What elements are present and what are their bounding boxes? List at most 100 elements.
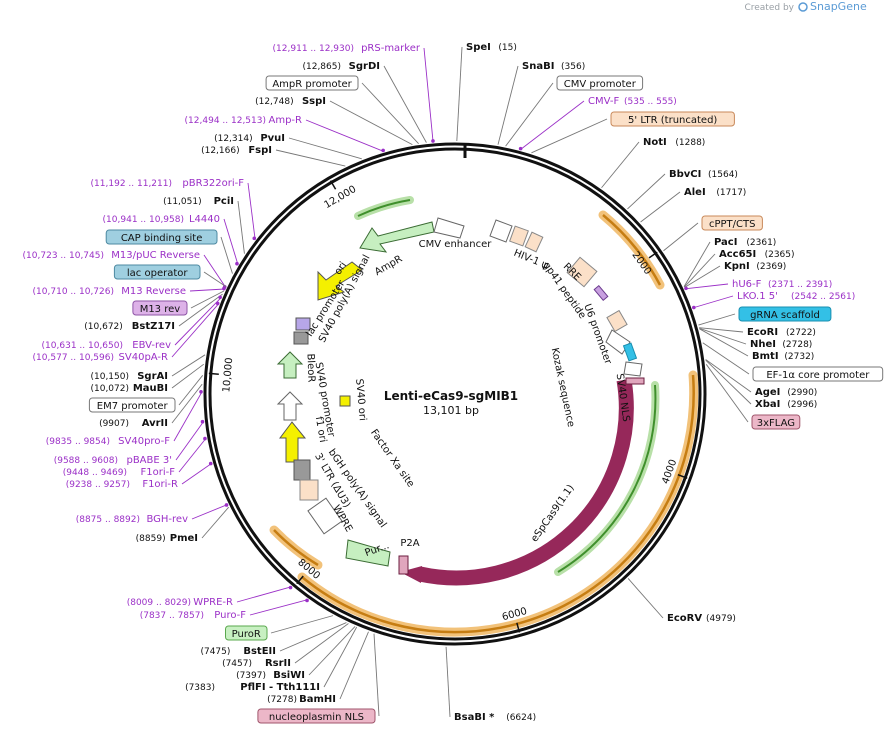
connector-line — [191, 504, 228, 520]
sv40-polya-block — [293, 331, 309, 345]
enzyme-avrii[interactable]: AvrII(9907) — [99, 418, 168, 429]
enzyme-name: SgrDI — [349, 61, 380, 72]
feature-lac-operator[interactable]: lac operator — [113, 264, 201, 280]
primer-puro-f[interactable]: Puro-F(7837 .. 7857) — [140, 610, 247, 621]
feature-nucleoplasmin-nls[interactable]: nucleoplasmin NLS — [257, 708, 376, 724]
primer-name: M13 Reverse — [121, 286, 186, 297]
enzyme-position: (7383) — [185, 683, 215, 693]
primer-f1ori-f[interactable]: F1ori-F(9448 .. 9469) — [63, 467, 176, 478]
primer-f1ori-r[interactable]: F1ori-R(9238 .. 9257) — [66, 479, 178, 490]
enzyme-noti[interactable]: NotI(1288) — [643, 137, 705, 148]
enzyme-sspi[interactable]: SspI(12,748) — [255, 96, 326, 107]
primer-prs-marker[interactable]: pRS-marker(12,911 .. 12,930) — [273, 43, 421, 54]
feature-label-box — [752, 366, 884, 382]
primer-ebv-rev[interactable]: EBV-rev(10,631 .. 10,650) — [42, 340, 172, 351]
feature-puror[interactable]: PuroR — [225, 625, 268, 641]
enzyme-ecorv[interactable]: EcoRV(4979) — [667, 613, 736, 624]
feature-label: M13 rev — [140, 304, 181, 315]
primer-l4440[interactable]: L4440(10,941 .. 10,958) — [103, 214, 220, 225]
feature-label-box — [556, 75, 644, 91]
connector-line — [171, 363, 205, 389]
enzyme-ecori[interactable]: EcoRI(2722) — [747, 327, 816, 338]
enzyme-rsrii[interactable]: RsrII(7457) — [222, 658, 291, 669]
connector-line — [361, 82, 419, 144]
enzyme-alei[interactable]: AleI(1717) — [684, 187, 746, 198]
enzyme-spei[interactable]: SpeI(15) — [466, 42, 517, 53]
feature-label: CMV promoter — [564, 79, 637, 90]
enzyme-bbvci[interactable]: BbvCI(1564) — [669, 169, 738, 180]
primer-position: (7837 .. 7857) — [140, 611, 204, 621]
enzyme-pmei[interactable]: PmeI(8859) — [136, 533, 198, 544]
primer-m13-reverse[interactable]: M13 Reverse(10,710 .. 10,726) — [33, 286, 186, 297]
bgh-polya-block — [293, 459, 311, 481]
enzyme-pflfi-tth111i[interactable]: PflFI - Tth111I(7383) — [185, 682, 320, 693]
feature-cmv-promoter[interactable]: CMV promoter — [556, 75, 644, 91]
enzyme-acc65i[interactable]: Acc65I(2365) — [719, 249, 795, 260]
enzyme-position: (2361) — [746, 238, 776, 248]
enzyme-name: BsiWI — [273, 670, 305, 681]
feature-m13-rev[interactable]: M13 rev — [132, 300, 188, 316]
enzyme-agei[interactable]: AgeI(2990) — [755, 387, 817, 398]
feature-cap-binding-site[interactable]: CAP binding site — [105, 229, 218, 245]
ruler-tick — [648, 251, 658, 259]
enzyme-bmti[interactable]: BmtI(2732) — [752, 351, 814, 362]
plasmid-name: Lenti-eCas9-sgMIB1 — [384, 389, 518, 403]
connector-line — [339, 631, 369, 700]
enzyme-kpni[interactable]: KpnI(2369) — [724, 261, 786, 272]
enzyme-paci[interactable]: PacI(2361) — [714, 237, 776, 248]
enzyme-bsabi[interactable]: BsaBI *(6624) — [454, 712, 536, 723]
primer-position: (9238 .. 9257) — [66, 480, 130, 490]
primer-bgh-rev[interactable]: BGH-rev(8875 .. 8892) — [76, 514, 188, 525]
feature-label: PuroR — [232, 629, 261, 640]
primer-amp-r[interactable]: Amp-R(12,494 .. 12,513) — [185, 115, 302, 126]
connector-line — [663, 222, 699, 252]
enzyme-pvui[interactable]: PvuI(12,314) — [214, 133, 285, 144]
enzyme-position: (4979) — [706, 614, 736, 624]
primer-hu6-f[interactable]: hU6-F(2371 .. 2391) — [732, 279, 832, 290]
enzyme-snabi[interactable]: SnaBI(356) — [522, 61, 585, 72]
enzyme-pcii[interactable]: PciI(11,051) — [163, 196, 234, 207]
enzyme-sgrai[interactable]: SgrAI(10,150) — [90, 371, 168, 382]
enzyme-bstz17i[interactable]: BstZ17I(10,672) — [84, 321, 175, 332]
enzyme-bsteii[interactable]: BstEII(7475) — [200, 646, 276, 657]
feature-ampr-promoter[interactable]: AmpR promoter — [265, 75, 359, 91]
feature-em7-promoter[interactable]: EM7 promoter — [88, 397, 176, 413]
primer-pbabe-3[interactable]: pBABE 3'(9588 .. 9608) — [54, 455, 172, 466]
primer-name: pBABE 3' — [126, 455, 172, 466]
enzyme-position: (12,865) — [302, 62, 341, 72]
enzyme-xbai[interactable]: XbaI(2996) — [755, 399, 817, 410]
primer-wpre-r[interactable]: WPRE-R(8009 .. 8029) — [127, 597, 233, 608]
enzyme-name: EcoRI — [747, 327, 778, 338]
enzyme-fspi[interactable]: FspI(12,166) — [201, 145, 272, 156]
primer-lko-1-5[interactable]: LKO.1 5'(2542 .. 2561) — [737, 291, 855, 302]
snapgene-branding: Created by SnapGene — [744, 0, 866, 13]
connector-line — [323, 626, 358, 688]
feature-5-ltr-truncated[interactable]: 5' LTR (truncated) — [610, 111, 735, 127]
feature-grna-scaffold[interactable]: gRNA scaffold — [738, 306, 832, 322]
feature-ef-1-core-promoter[interactable]: EF-1α core promoter — [752, 366, 884, 382]
enzyme-bsiwi[interactable]: BsiWI(7397) — [236, 670, 305, 681]
enzyme-name: BbvCI — [669, 169, 701, 180]
wpre-block — [307, 497, 343, 535]
primer-m13-puc-reverse[interactable]: M13/pUC Reverse(10,723 .. 10,745) — [23, 250, 200, 261]
primer-name: Amp-R — [269, 115, 303, 126]
enzyme-maubi[interactable]: MauBI(10,072) — [90, 383, 168, 394]
3ltr-block — [299, 479, 319, 501]
primer-sv40pro-f[interactable]: SV40pro-F(9835 .. 9854) — [46, 436, 171, 447]
enzyme-position: (7278) — [267, 695, 297, 705]
cmv-enhancer-block — [433, 217, 465, 239]
primer-sv40pa-r[interactable]: SV40pA-R(10,577 .. 10,596) — [33, 352, 168, 363]
feature-arc-green-right-line — [557, 384, 657, 573]
primer-cmv-f[interactable]: CMV-F(535 .. 555) — [588, 96, 677, 107]
enzyme-bamhi[interactable]: BamHI(7278) — [267, 694, 336, 705]
primer-pbr322ori-f[interactable]: pBR322ori-F(11,192 .. 11,211) — [91, 178, 245, 189]
ltr-block — [509, 225, 529, 247]
enzyme-name: BsaBI * — [454, 712, 495, 723]
connector-line — [699, 327, 744, 333]
enzyme-sgrdi[interactable]: SgrDI (12,865) — [302, 61, 380, 72]
feature-3xflag[interactable]: 3xFLAG — [751, 414, 801, 430]
connector-lines — [171, 46, 752, 718]
enzyme-nhei[interactable]: NheI(2728) — [750, 339, 812, 350]
inner-label-p2a: P2A — [400, 538, 419, 549]
feature-cppt-cts[interactable]: cPPT/CTS — [701, 215, 763, 231]
